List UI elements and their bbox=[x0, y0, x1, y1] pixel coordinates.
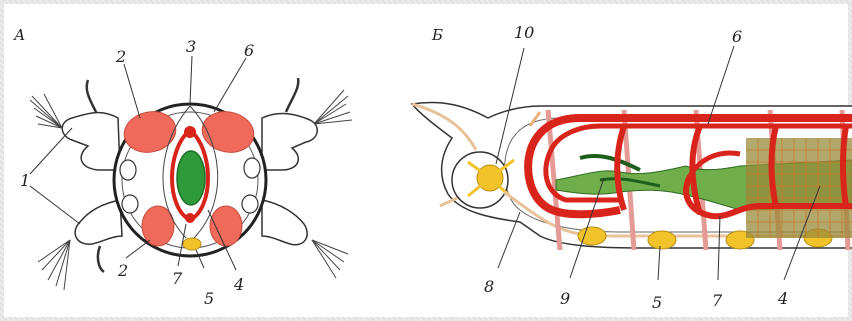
label-a-4: 4 bbox=[233, 275, 244, 294]
parapodium-left-top bbox=[62, 113, 120, 170]
nephridium-left-bottom bbox=[122, 195, 138, 213]
dorsal-vessel bbox=[184, 126, 196, 138]
label-b-4: 4 bbox=[777, 289, 788, 308]
cirrus-left bbox=[87, 80, 96, 112]
ganglion-2 bbox=[648, 231, 676, 249]
label-a-2-bottom: 2 bbox=[117, 261, 128, 280]
label-a-7: 7 bbox=[172, 269, 183, 288]
label-b-8: 8 bbox=[484, 277, 494, 296]
nephridium-left-top bbox=[120, 160, 136, 180]
muscle-ventral-right bbox=[210, 206, 242, 246]
setae-left-top bbox=[30, 94, 62, 128]
gut-lining-texture bbox=[746, 138, 852, 238]
nerve-cord bbox=[183, 238, 201, 250]
label-a-5: 5 bbox=[204, 289, 214, 308]
label-b-7: 7 bbox=[712, 291, 723, 310]
label-b-9: 9 bbox=[560, 289, 570, 308]
label-b-6: 6 bbox=[732, 27, 742, 46]
nephridium-right-top bbox=[244, 158, 260, 178]
panel-a-letter: А bbox=[13, 26, 25, 44]
ventral-vessel bbox=[185, 213, 195, 223]
panel-b-longitudinal bbox=[412, 46, 852, 280]
setae-right-top bbox=[314, 90, 352, 124]
parapodium-right-bottom bbox=[262, 200, 307, 245]
cirrus-right bbox=[286, 78, 298, 112]
cirrus-left-bottom bbox=[98, 246, 104, 272]
label-b-5: 5 bbox=[652, 293, 662, 312]
panel-a-cross-section bbox=[30, 56, 352, 290]
setae-left-bottom bbox=[38, 240, 70, 290]
parapodium-right-top bbox=[262, 114, 317, 170]
setae-right-bottom bbox=[312, 240, 348, 278]
gut bbox=[177, 151, 205, 205]
label-a-1: 1 bbox=[20, 171, 30, 190]
nephridium-right-bottom bbox=[242, 195, 258, 213]
label-a-2-top: 2 bbox=[115, 47, 126, 66]
parapodium-left-bottom bbox=[75, 200, 122, 244]
label-a-6: 6 bbox=[244, 41, 254, 60]
label-b-10: 10 bbox=[514, 23, 534, 42]
label-a-3: 3 bbox=[186, 37, 196, 56]
panel-b-letter: Б bbox=[431, 26, 443, 44]
